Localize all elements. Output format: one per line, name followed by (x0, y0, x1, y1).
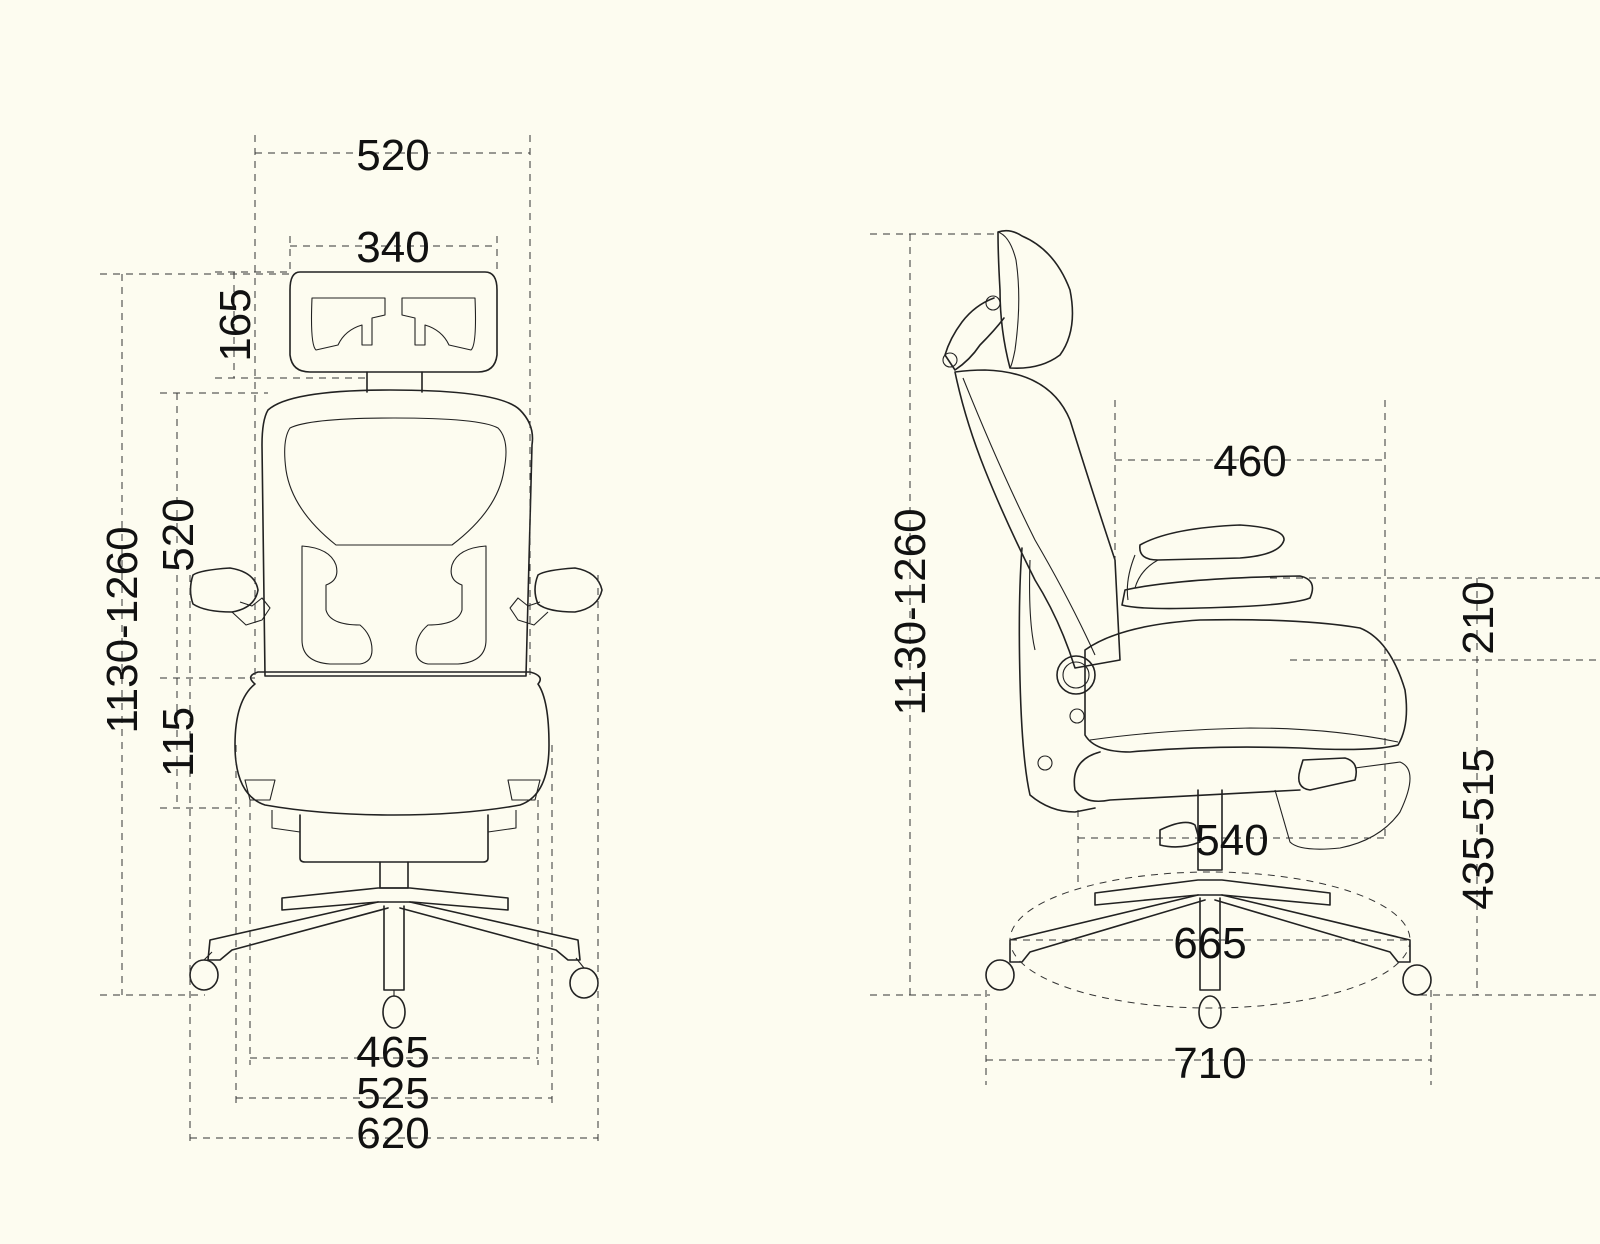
front-overall-width-label: 520 (356, 131, 429, 180)
side-chair-outline (942, 229, 1432, 1029)
side-seat-height-label: 435-515 (1454, 748, 1503, 909)
front-armrest-adjust-label: 115 (154, 707, 203, 777)
front-chair-outline (189, 271, 603, 1029)
side-base-diameter-label: 665 (1173, 919, 1246, 968)
front-backrest-height-label: 520 (154, 498, 203, 571)
front-armrest-outer-width-label: 620 (356, 1109, 429, 1158)
side-seat-depth-label: 460 (1213, 437, 1286, 486)
front-armrest-inner-width-label: 525 (356, 1069, 429, 1118)
side-overall-depth-label: 710 (1173, 1039, 1246, 1088)
front-headrest-height-label: 165 (211, 288, 260, 361)
side-overall-height-label: 1130-1260 (886, 508, 935, 715)
side-chair-depth-label: 540 (1195, 816, 1268, 865)
front-dimension-lines (100, 135, 599, 1145)
front-dimension-labels: 520 340 165 520 1130-1260 115 465 525 62… (98, 131, 430, 1158)
front-view: 520 340 165 520 1130-1260 115 465 525 62… (98, 131, 603, 1158)
side-dimension-lines (870, 233, 1600, 1085)
side-view: 1130-1260 460 210 435-515 540 665 710 (870, 229, 1600, 1088)
side-armrest-height-label: 210 (1454, 581, 1503, 654)
front-seat-width-label: 465 (356, 1028, 429, 1077)
side-dimension-labels: 1130-1260 460 210 435-515 540 665 710 (886, 437, 1503, 1088)
front-overall-height-label: 1130-1260 (98, 526, 147, 733)
front-headrest-width-label: 340 (356, 223, 429, 272)
